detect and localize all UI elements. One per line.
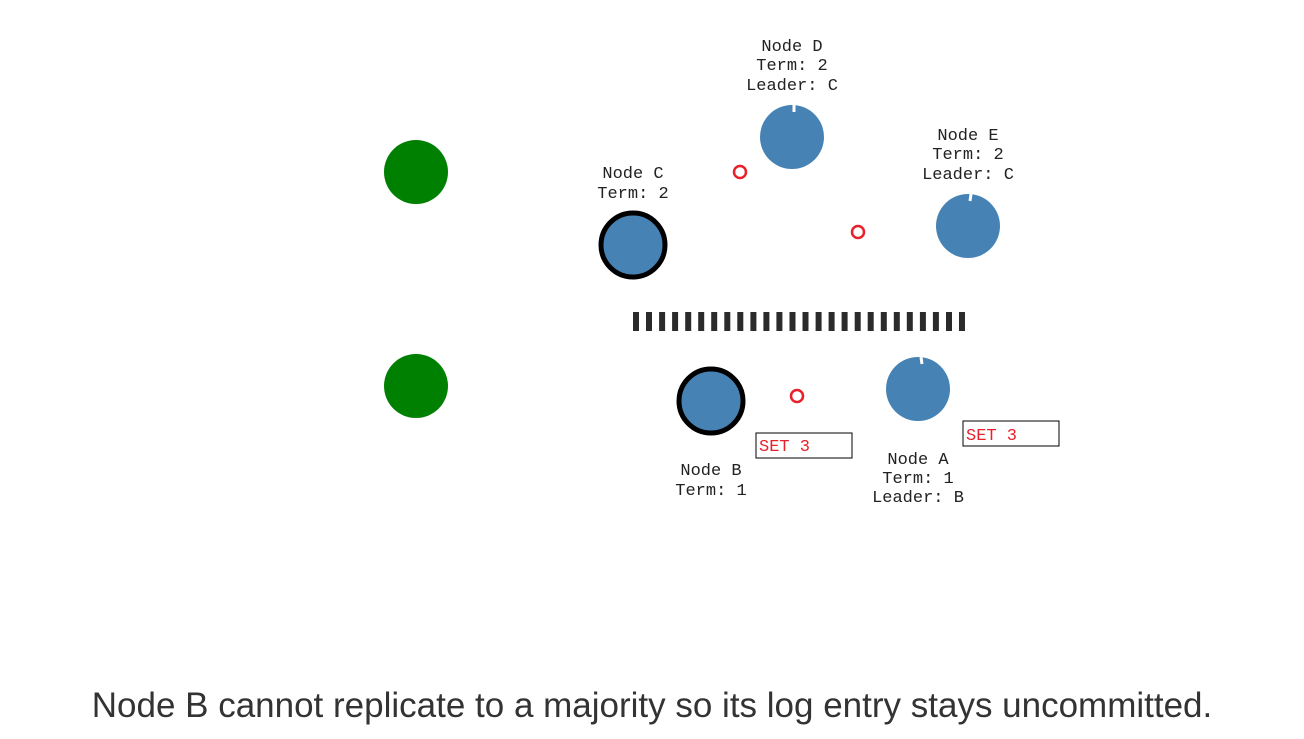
partition-segment (959, 312, 965, 331)
partition-segment (659, 312, 666, 331)
node-e-label: Node E (937, 127, 998, 146)
log-entry-node-a: SET 3 (962, 420, 1060, 447)
log-entry-text: SET 3 (966, 427, 1017, 446)
node-c: Node C Term: 2 (597, 165, 669, 280)
partition-segment (867, 312, 874, 331)
node-a-timer-tick (919, 356, 924, 365)
partition-segment (789, 312, 796, 331)
node-a-circle (886, 357, 950, 421)
partition-segment (724, 312, 731, 331)
message-c-to-e (850, 224, 866, 240)
node-e: Node E Term: 2 Leader: C (922, 127, 1014, 258)
node-c-term: Term: 2 (597, 185, 668, 204)
partition-segment (685, 312, 692, 331)
partition-segment (750, 312, 757, 331)
partition-segment (646, 312, 652, 331)
node-d-leader: Leader: C (746, 77, 838, 96)
node-e-leader: Leader: C (922, 166, 1014, 185)
partition-segment (672, 312, 679, 331)
caption: Node B cannot replicate to a majority so… (91, 686, 1213, 725)
node-a-leader: Leader: B (872, 489, 964, 508)
partition-segment (698, 312, 705, 331)
network-partition (633, 312, 965, 331)
partition-segment (906, 312, 913, 331)
node-e-circle (936, 194, 1000, 258)
node-a-term: Term: 1 (882, 470, 953, 489)
node-d-label: Node D (761, 38, 822, 57)
message-b-to-a (789, 388, 805, 404)
node-b: Node B Term: 1 (675, 366, 747, 501)
partition-segment (841, 312, 848, 331)
log-entry-box (962, 420, 1060, 447)
node-d-term: Term: 2 (756, 57, 827, 76)
partition-segment (737, 312, 744, 331)
log-entry-node-b: SET 3 (755, 432, 853, 459)
partition-segment (776, 312, 783, 331)
partition-segment (854, 312, 861, 331)
partition-segment (932, 312, 939, 331)
partition-segment (880, 312, 887, 331)
node-e-timer-tick (968, 193, 973, 202)
node-b-term: Term: 1 (675, 482, 746, 501)
node-b-label: Node B (680, 462, 741, 481)
node-c-circle (598, 210, 668, 280)
partition-segment (711, 312, 718, 331)
partition-segment (802, 312, 809, 331)
node-a: Node A Term: 1 Leader: B (872, 356, 964, 508)
message-c-to-d (732, 164, 748, 180)
node-a-label: Node A (887, 451, 949, 470)
log-entry-text: SET 3 (759, 438, 810, 457)
partition-segment (815, 312, 822, 331)
partition-segment (828, 312, 835, 331)
partition-segment (763, 312, 770, 331)
node-e-term: Term: 2 (932, 146, 1003, 165)
client-node-1 (384, 140, 448, 204)
partition-segment (946, 312, 952, 331)
node-d: Node D Term: 2 Leader: C (746, 38, 838, 169)
partition-segment (633, 312, 639, 331)
partition-segment (893, 312, 900, 331)
partition-segment (919, 312, 926, 331)
node-b-circle (676, 366, 746, 436)
log-entry-box (755, 432, 853, 459)
node-c-label: Node C (602, 165, 663, 184)
node-d-circle (760, 105, 824, 169)
client-node-2 (384, 354, 448, 418)
